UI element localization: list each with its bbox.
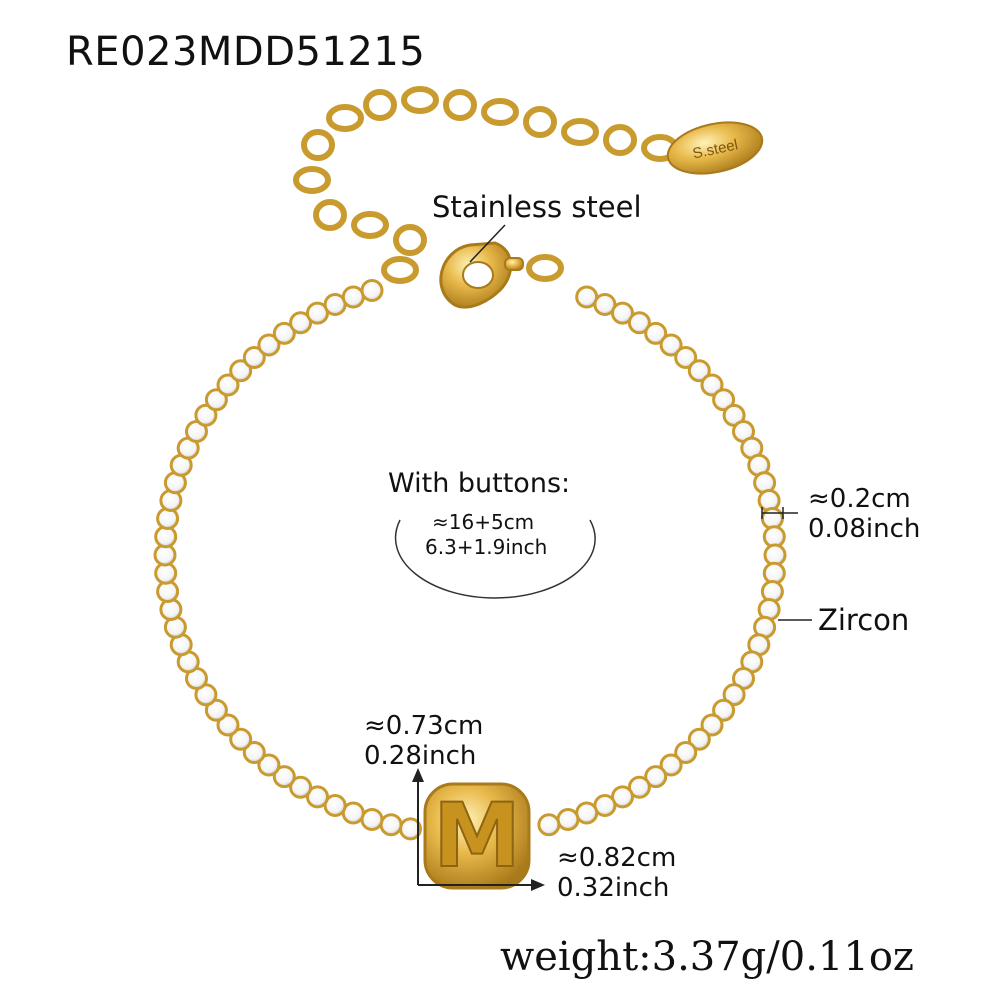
extender-link [351, 211, 389, 239]
lobster-clasp [439, 241, 524, 309]
zircon-stone [257, 753, 281, 777]
zircon-stone [216, 373, 240, 397]
zircon-stone [687, 359, 711, 383]
zircon-stone [722, 683, 746, 707]
product-weight: weight:3.37g/0.11oz [500, 934, 914, 980]
zircon-stone [644, 765, 668, 789]
pendant-width-cm-label: ≈0.82cm [557, 843, 677, 873]
zircon-stone [556, 808, 580, 831]
zircon-stone [659, 333, 683, 357]
product-sku: RE023MDD51215 [66, 29, 426, 75]
zircon-stone [242, 741, 266, 764]
zircon-stone [627, 775, 651, 799]
zircon-stone [687, 727, 711, 751]
zircon-stone [242, 346, 266, 369]
zircon-stone [712, 388, 736, 412]
steel-tag: S.steel [666, 121, 764, 175]
zircon-stone [272, 765, 296, 789]
zircon-stone [360, 808, 384, 831]
clasp-material-label: Stainless steel [432, 190, 642, 224]
extender-link [561, 118, 599, 146]
length-arc [394, 519, 596, 599]
zircon-stone [204, 388, 228, 412]
extender-link [293, 166, 331, 194]
chain-width-inch-label: 0.08inch [808, 514, 921, 544]
zircon-stone [216, 713, 240, 737]
extender-link [326, 104, 364, 132]
zircon-stone [611, 301, 634, 325]
zircon-stone [712, 698, 736, 722]
chain-width-marker [761, 507, 798, 519]
clasp-pointer [469, 224, 506, 263]
extender-link [393, 224, 427, 256]
zircon-stone [379, 813, 403, 837]
letter-pendant: M [423, 782, 531, 890]
zircon-stone [700, 713, 724, 737]
pendant-letter: M [433, 784, 521, 887]
chain-width-cm-label: ≈0.2cm [808, 484, 911, 514]
extender-link [301, 129, 335, 161]
zircon-stone [229, 727, 253, 751]
extender-link [401, 86, 439, 114]
length-inch-label: 6.3+1.9inch [425, 535, 548, 559]
extender-link [523, 106, 557, 138]
pendant-height-cm-label: ≈0.73cm [364, 711, 484, 741]
stone-label: Zircon [818, 603, 910, 637]
jump-ring [526, 254, 564, 282]
zircon-stone [257, 333, 281, 357]
jump-ring [381, 256, 419, 284]
zircon-stone [659, 753, 683, 777]
zircon-stone [229, 359, 253, 383]
pendant-dimension-arrows [412, 768, 545, 891]
zircon-stone [289, 311, 313, 335]
zircon-stone [674, 346, 698, 369]
zircon-stone [204, 698, 228, 722]
pendant-width-inch-label: 0.32inch [557, 873, 670, 903]
zircon-stone [674, 741, 698, 764]
zircon-stone [644, 321, 668, 345]
zircon-stone [700, 373, 724, 397]
zircon-stone [289, 775, 313, 799]
extender-link [443, 89, 477, 121]
zircon-stone [627, 311, 651, 335]
zircon-stone [360, 279, 384, 302]
zircon-stone [306, 785, 329, 809]
zircon-stone [272, 321, 296, 345]
zircon-stone [194, 403, 218, 427]
zircon-stone [341, 285, 365, 309]
zircon-stone [575, 801, 599, 825]
extender-link [603, 124, 637, 156]
zircon-stone [537, 813, 561, 837]
extender-link [313, 199, 347, 231]
length-cm-label: ≈16+5cm [432, 510, 535, 534]
pendant-height-inch-label: 0.28inch [364, 741, 477, 771]
extender-link [363, 89, 397, 121]
zircon-tennis-chain [153, 279, 787, 841]
length-title-label: With buttons: [388, 468, 571, 499]
extender-chain [293, 86, 679, 284]
extender-link [481, 98, 519, 126]
